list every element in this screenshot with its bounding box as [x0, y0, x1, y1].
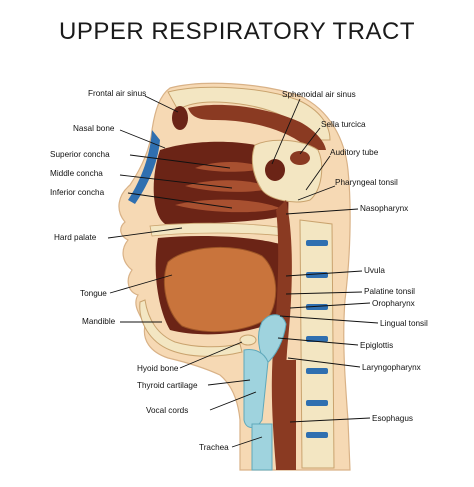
cranial-tissue [188, 104, 326, 150]
label-laryngopharynx: Laryngopharynx [362, 363, 421, 372]
frontal-sinus [172, 106, 188, 130]
label-pharyngeal-tonsil: Pharyngeal tonsil [335, 178, 398, 187]
inferior-concha-shape [175, 199, 280, 213]
label-sphenoidal-air-sinus: Sphenoidal air sinus [282, 90, 356, 99]
label-lingual-tonsil: Lingual tonsil [380, 319, 428, 328]
label-nasopharynx: Nasopharynx [360, 204, 408, 213]
larynx-cartilage [243, 349, 269, 428]
label-epiglottis: Epiglottis [360, 341, 393, 350]
epiglottis-shape [258, 314, 287, 365]
label-thyroid-cartilage: Thyroid cartilage [137, 381, 198, 390]
label-mandible: Mandible [82, 317, 116, 326]
sphenoid-sinus [265, 159, 285, 181]
trachea-shape [251, 423, 273, 471]
spine-column [299, 219, 335, 469]
middle-concha-shape [185, 180, 272, 192]
label-palatine-tonsil: Palatine tonsil [364, 287, 415, 296]
label-nasal-bone: Nasal bone [73, 124, 115, 133]
nasal-bone-shape [128, 130, 160, 204]
sella-turcica-shape [290, 151, 310, 165]
label-middle-concha: Middle concha [50, 169, 103, 178]
label-superior-concha: Superior concha [50, 150, 110, 159]
diagram-title: UPPER RESPIRATORY TRACT [58, 18, 416, 45]
esophagus-shape [276, 360, 296, 470]
label-auditory-tube: Auditory tube [330, 148, 379, 157]
label-sella-turcica: Sella turcica [321, 120, 366, 129]
mandible-shape [139, 299, 243, 357]
label-vocal-cords: Vocal cords [146, 406, 188, 415]
superior-concha-shape [195, 162, 265, 172]
hyoid-bone-shape [239, 334, 257, 346]
label-oropharynx: Oropharynx [372, 299, 415, 308]
label-frontal-air-sinus: Frontal air sinus [88, 89, 146, 98]
label-hyoid-bone: Hyoid bone [137, 364, 179, 373]
label-trachea: Trachea [199, 443, 229, 452]
label-hard-palate: Hard palate [54, 233, 97, 242]
leader-lines [107, 95, 379, 448]
label-uvula: Uvula [364, 266, 385, 275]
tongue-shape [164, 247, 277, 333]
label-tongue: Tongue [80, 289, 107, 298]
label-inferior-concha: Inferior concha [50, 188, 105, 197]
label-esophagus: Esophagus [372, 414, 413, 423]
